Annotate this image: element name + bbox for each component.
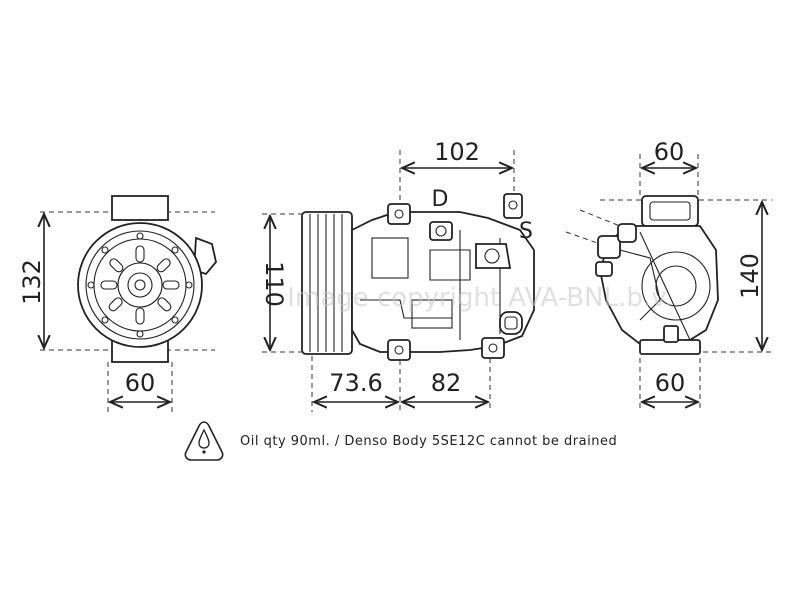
dim-rear-top-width: 60	[654, 138, 685, 166]
watermark: Image copyright AVA-BNL.b.v.	[287, 283, 673, 313]
dim-rear-bottom-width: 60	[655, 369, 686, 397]
dim-side-right-width: 82	[431, 369, 462, 397]
dim-rear-height: 140	[736, 253, 764, 299]
warning-oil-icon	[184, 421, 224, 461]
side-view: D S 110 102 73.6 82	[260, 138, 535, 412]
dim-front-width: 60	[125, 369, 156, 397]
dim-side-height: 110	[260, 261, 288, 307]
rear-view: 60 140 60	[565, 138, 772, 412]
dim-side-top-width: 102	[434, 138, 480, 166]
note-text: Oil qty 90ml. / Denso Body 5SE12C cannot…	[240, 434, 617, 449]
front-view: 132 60	[18, 195, 217, 412]
note: Oil qty 90ml. / Denso Body 5SE12C cannot…	[184, 421, 617, 461]
port-discharge-label: D	[432, 187, 449, 212]
port-suction-label: S	[519, 219, 533, 244]
dim-side-left-width: 73.6	[329, 369, 382, 397]
dim-front-height: 132	[18, 259, 46, 305]
